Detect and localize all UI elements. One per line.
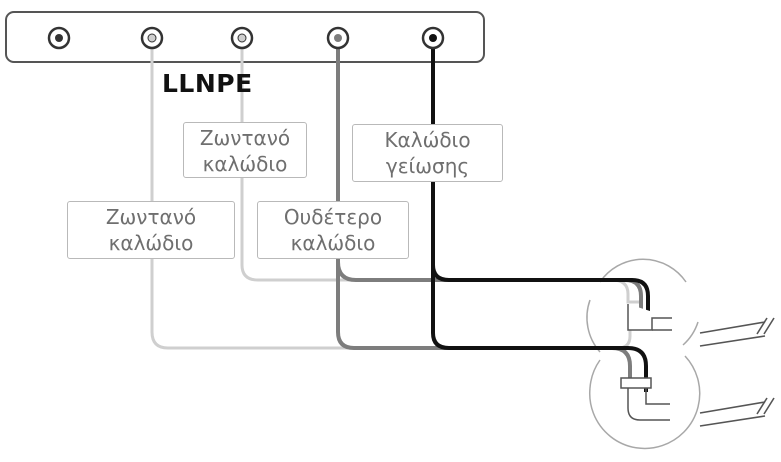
label-line-2: καλώδιο [202,152,288,176]
label-live-wire-lower: Ζωντανό καλώδιο [67,201,235,259]
label-line-2: καλώδιο [108,231,194,255]
label-live-wire-upper: Ζωντανό καλώδιο [183,122,307,178]
label-line-2: καλώδιο [290,231,376,255]
label-line-1: Ζωντανό [105,205,197,229]
socket-lower [588,355,701,450]
diagram-title: LLNPE [162,69,253,98]
socket-upper-contacts [627,304,672,331]
label-line-1: Καλώδιο [384,128,471,152]
wire-break-icon [756,317,775,415]
terminal-5 [421,26,445,50]
label-neutral-wire: Ουδέτερο καλώδιο [257,201,409,259]
socket-lower-contacts [620,377,670,421]
wire-stubs [699,321,766,427]
terminal-1 [47,26,71,50]
label-line-1: Ζωντανό [199,126,291,150]
terminal-4 [326,26,350,50]
earth-wire-branch [431,230,648,392]
label-line-2: γείωσης [385,154,470,178]
terminal-3 [230,26,254,50]
terminal-2 [140,26,164,50]
terminal-icon [47,26,445,50]
label-earth-wire: Καλώδιο γείωσης [352,124,503,182]
label-line-1: Ουδέτερο [283,205,383,229]
